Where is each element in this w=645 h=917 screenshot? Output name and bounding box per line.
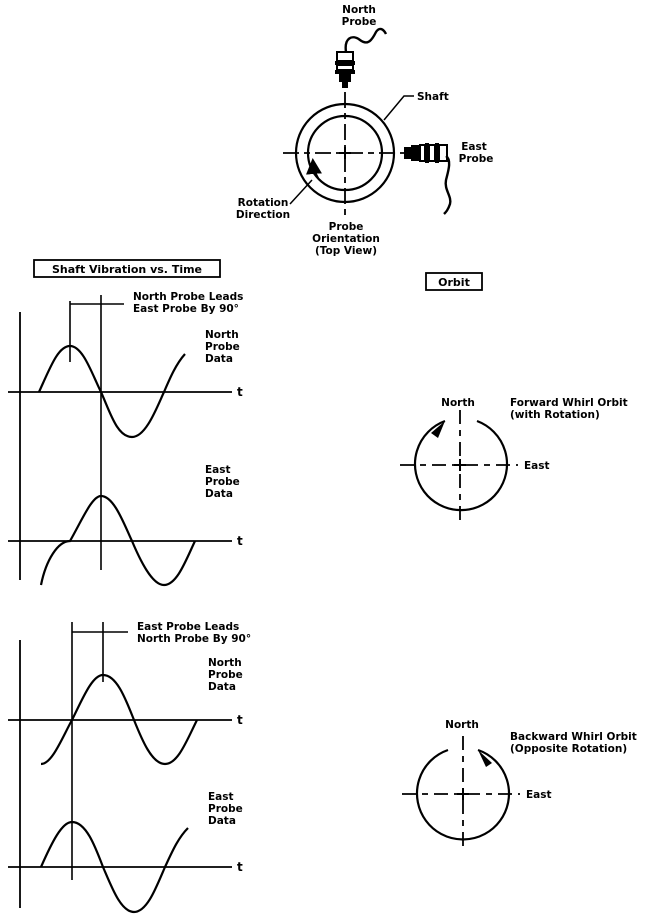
forward-lead-note-2: East Probe By 90° xyxy=(133,303,239,315)
forward-east-data-label-1: East xyxy=(205,464,231,476)
backward-orbit-north-label: North xyxy=(445,719,479,731)
vibration-vs-time-header: Shaft Vibration vs. Time xyxy=(33,259,221,278)
backward-north-data-label-3: Data xyxy=(208,681,236,693)
orientation-caption-3: (Top View) xyxy=(315,245,377,257)
backward-east-data-label-3: Data xyxy=(208,815,236,827)
orbit-header: Orbit xyxy=(425,272,483,291)
north-probe-icon xyxy=(335,51,355,88)
backward-north-data-label-2: Probe xyxy=(208,669,243,681)
backward-orbit-path xyxy=(415,748,511,841)
north-probe-label-1: North xyxy=(342,4,376,16)
rotation-arrow-icon xyxy=(305,158,322,179)
forward-whirl-orbit: North East Forward Whirl Orbit (with Rot… xyxy=(400,397,628,520)
backward-east-waveform xyxy=(39,820,189,914)
forward-east-data-label-3: Data xyxy=(205,488,233,500)
forward-whirl-time-traces: North Probe Leads East Probe By 90° t No… xyxy=(8,291,243,587)
backward-east-data-label-2: Probe xyxy=(208,803,243,815)
north-probe-label-2: Probe xyxy=(342,16,377,28)
backward-north-data-label-1: North xyxy=(208,657,242,669)
forward-orbit-path xyxy=(413,419,509,512)
shaft-label: Shaft xyxy=(417,91,449,103)
forward-orbit-caption-2: (with Rotation) xyxy=(510,409,600,421)
backward-east-t-label: t xyxy=(237,860,243,874)
forward-orbit-caption-1: Forward Whirl Orbit xyxy=(510,397,628,409)
backward-lead-note-2: North Probe By 90° xyxy=(137,633,251,645)
backward-east-data-label-1: East xyxy=(208,791,234,803)
orientation-caption-2: Orientation xyxy=(312,233,380,245)
backward-north-t-label: t xyxy=(237,713,243,727)
forward-orbit-arrow-icon xyxy=(431,421,445,438)
east-probe-icon xyxy=(404,143,448,163)
forward-north-data-label-3: Data xyxy=(205,353,233,365)
north-probe-cable xyxy=(344,27,388,53)
forward-orbit-east-label: East xyxy=(524,460,550,472)
svg-text:Shaft Vibration vs. Time: Shaft Vibration vs. Time xyxy=(52,263,202,276)
forward-north-data-label-2: Probe xyxy=(205,341,240,353)
forward-north-data-label-1: North xyxy=(205,329,239,341)
svg-text:Orbit: Orbit xyxy=(438,276,470,289)
backward-orbit-arrow-icon xyxy=(478,750,492,767)
probe-orientation-view: North Probe Shaft xyxy=(236,4,493,257)
forward-east-t-label: t xyxy=(237,534,243,548)
forward-east-data-label-2: Probe xyxy=(205,476,240,488)
backward-orbit-caption-1: Backward Whirl Orbit xyxy=(510,731,637,743)
forward-north-t-label: t xyxy=(237,385,243,399)
backward-orbit-east-label: East xyxy=(526,789,552,801)
shaft-leader-line xyxy=(383,95,414,121)
backward-lead-note-1: East Probe Leads xyxy=(137,621,239,633)
orientation-caption-1: Probe xyxy=(329,221,364,233)
backward-whirl-time-traces: East Probe Leads North Probe By 90° t No… xyxy=(8,621,251,914)
forward-north-waveform xyxy=(37,344,186,439)
east-probe-label-2: Probe xyxy=(459,153,494,165)
rotation-leader-line xyxy=(289,179,313,205)
rotation-direction-label-2: Direction xyxy=(236,209,290,221)
east-probe-label-1: East xyxy=(461,141,487,153)
east-probe-cable xyxy=(443,155,452,215)
forward-orbit-north-label: North xyxy=(441,397,475,409)
backward-north-waveform xyxy=(40,673,198,766)
forward-east-waveform xyxy=(39,494,196,587)
backward-whirl-orbit: North East Backward Whirl Orbit (Opposit… xyxy=(402,719,637,850)
backward-orbit-caption-2: (Opposite Rotation) xyxy=(510,743,627,755)
rotation-direction-label-1: Rotation xyxy=(238,197,289,209)
forward-lead-note-1: North Probe Leads xyxy=(133,291,243,303)
